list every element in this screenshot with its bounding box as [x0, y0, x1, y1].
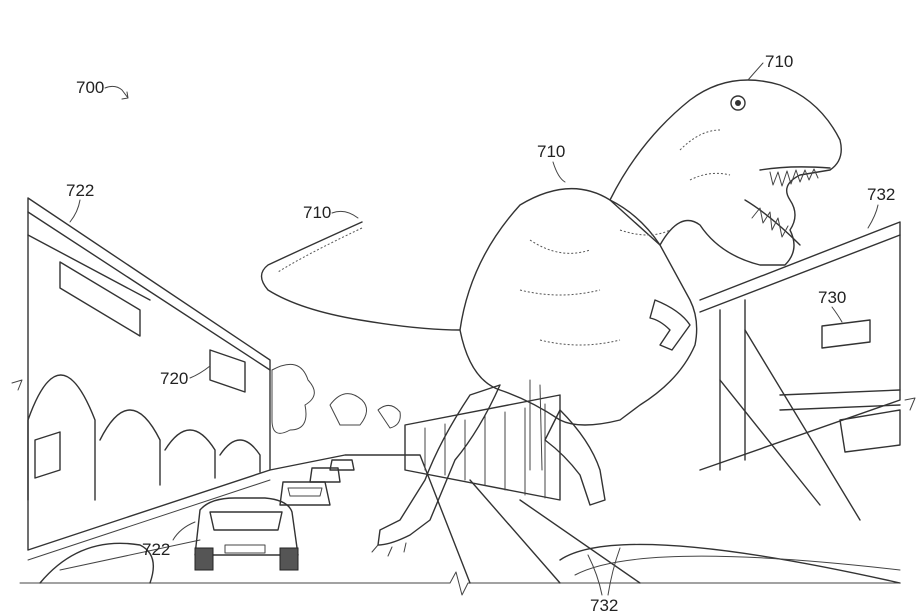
label-left-vehicle: 722 [142, 540, 170, 559]
label-left-sign: 720 [160, 369, 188, 388]
label-creature-tail: 710 [303, 203, 331, 222]
right-sign-730 [821, 319, 871, 349]
label-bottom-rail: 732 [590, 596, 618, 613]
label-right-wall: 732 [867, 185, 895, 204]
vehicle-722 [194, 497, 299, 571]
label-creature-body: 710 [537, 142, 565, 161]
vehicle-2 [279, 481, 331, 506]
vehicle-3 [309, 467, 341, 483]
label-figure-700: 700 [76, 78, 104, 97]
leader-700 [104, 85, 129, 100]
label-right-sign: 730 [818, 288, 846, 307]
label-left-wall: 722 [66, 181, 94, 200]
left-building [27, 197, 401, 551]
left-sign-720 [209, 349, 246, 393]
vehicle-4 [329, 459, 355, 471]
dinosaur-710 [260, 79, 842, 557]
railing [404, 394, 901, 584]
label-creature-head: 710 [765, 52, 793, 71]
scene-frame [11, 379, 916, 596]
right-structure [699, 221, 901, 521]
reference-labels: 700 710 710 710 722 720 722 732 730 732 [66, 52, 895, 613]
road [27, 454, 471, 584]
vehicles [39, 459, 355, 584]
